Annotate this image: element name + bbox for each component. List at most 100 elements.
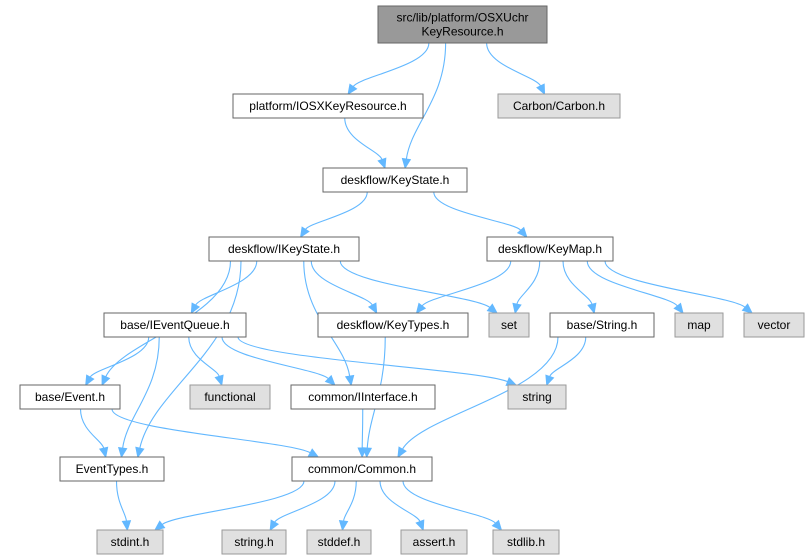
node-label-root: src/lib/platform/OSXUchr bbox=[396, 11, 528, 25]
node-label-map: map bbox=[687, 318, 711, 332]
edge-arrowhead-iinterface-to-common bbox=[357, 447, 367, 459]
node-label-event: base/Event.h bbox=[35, 390, 105, 404]
edge-keystate-to-ikeystate bbox=[305, 191, 368, 230]
edge-arrowhead-keystate-to-ikeystate bbox=[299, 226, 310, 239]
edge-arrowhead-keymap-to-set bbox=[512, 302, 522, 315]
node-ieventqueue[interactable]: base/IEventQueue.h bbox=[103, 312, 247, 338]
node-label-iinterface: common/IInterface.h bbox=[308, 390, 417, 404]
edge-arrowhead-keymap-to-keytypes bbox=[415, 302, 427, 314]
node-label-eventtypes: EventTypes.h bbox=[76, 462, 149, 476]
edge-arrowhead-ikeystate-to-eventtypes bbox=[135, 446, 145, 459]
edge-arrowhead-root-to-carbon bbox=[536, 83, 546, 96]
edge-common-to-stddef bbox=[342, 480, 357, 522]
node-box-keystate bbox=[322, 167, 468, 193]
node-stdint: stdint.h bbox=[96, 529, 164, 555]
node-label-keytypes: deskflow/KeyTypes.h bbox=[337, 318, 450, 332]
node-box-map bbox=[674, 312, 724, 338]
edge-arrowhead-ikeystate-to-event bbox=[101, 374, 111, 387]
node-stdlib: stdlib.h bbox=[492, 529, 560, 555]
node-common[interactable]: common/Common.h bbox=[291, 456, 433, 482]
edge-ieventqueue-to-eventtypes bbox=[122, 336, 160, 449]
edge-keymap-to-string_h bbox=[562, 260, 593, 305]
node-event[interactable]: base/Event.h bbox=[19, 384, 121, 410]
node-functional: functional bbox=[189, 384, 271, 410]
edge-arrowhead-root-to-keystate bbox=[401, 157, 412, 170]
edge-string_h-to-string_std bbox=[549, 336, 587, 377]
edge-arrowhead-ikeystate-to-keytypes bbox=[367, 302, 378, 315]
edge-keystate-to-keymap bbox=[433, 191, 522, 231]
node-box-iinterface bbox=[290, 384, 436, 410]
edge-iinterface-to-common bbox=[361, 408, 364, 449]
node-label-carbon: Carbon/Carbon.h bbox=[513, 99, 605, 113]
edge-common-to-stdint bbox=[161, 480, 305, 525]
edge-arrowhead-event-to-common bbox=[307, 448, 320, 458]
node-assert: assert.h bbox=[400, 529, 468, 555]
node-carbon: Carbon/Carbon.h bbox=[497, 93, 621, 119]
node-label-keystate: deskflow/KeyState.h bbox=[341, 173, 450, 187]
edge-event-to-common bbox=[111, 408, 311, 454]
node-box-stddef bbox=[306, 529, 372, 555]
node-map: map bbox=[674, 312, 724, 338]
node-eventtypes[interactable]: EventTypes.h bbox=[59, 456, 165, 482]
edge-arrowhead-ieventqueue-to-eventtypes bbox=[117, 446, 128, 459]
edge-eventtypes-to-stdint bbox=[115, 480, 128, 522]
node-box-set bbox=[488, 312, 530, 338]
node-string_h[interactable]: base/String.h bbox=[549, 312, 655, 338]
edge-arrowhead-eventtypes-to-stdint bbox=[121, 520, 132, 532]
node-box-stdint bbox=[96, 529, 164, 555]
node-ikeystate[interactable]: deskflow/IKeyState.h bbox=[208, 236, 360, 262]
node-keymap[interactable]: deskflow/KeyMap.h bbox=[486, 236, 614, 262]
node-iosx[interactable]: platform/IOSXKeyResource.h bbox=[232, 93, 424, 119]
edge-arrowhead-ikeystate-to-iinterface bbox=[344, 374, 355, 387]
edge-common-to-cstring bbox=[274, 480, 336, 523]
node-label-common: common/Common.h bbox=[308, 462, 416, 476]
edge-arrowhead-ikeystate-to-ieventqueue bbox=[190, 302, 201, 315]
node-label-functional: functional bbox=[204, 390, 255, 404]
edge-keymap-to-keytypes bbox=[421, 260, 512, 307]
edge-ikeystate-to-set bbox=[339, 260, 491, 308]
edge-arrowhead-ikeystate-to-set bbox=[486, 303, 498, 314]
edge-arrowhead-keymap-to-vector bbox=[741, 303, 753, 314]
node-iinterface[interactable]: common/IInterface.h bbox=[290, 384, 436, 410]
node-keytypes[interactable]: deskflow/KeyTypes.h bbox=[317, 312, 469, 338]
edge-ieventqueue-to-functional bbox=[188, 336, 220, 377]
edge-root-to-iosx bbox=[352, 42, 430, 87]
edge-common-to-assert bbox=[379, 480, 421, 522]
node-label-keymap: deskflow/KeyMap.h bbox=[498, 242, 602, 256]
edge-keymap-to-map bbox=[586, 260, 678, 307]
edge-arrowhead-common-to-stddef bbox=[338, 519, 349, 532]
node-box-ikeystate bbox=[208, 236, 360, 262]
edge-arrowhead-ieventqueue-to-functional bbox=[214, 374, 224, 387]
edge-common-to-stdlib bbox=[402, 480, 496, 524]
edge-iosx-to-keystate bbox=[344, 117, 383, 160]
edge-arrowhead-keymap-to-map bbox=[673, 302, 684, 314]
node-label-root: KeyResource.h bbox=[421, 25, 503, 39]
node-label-assert: assert.h bbox=[413, 535, 456, 549]
edge-layer bbox=[79, 42, 753, 532]
node-box-carbon bbox=[497, 93, 621, 119]
node-string_std: string bbox=[507, 384, 567, 410]
edge-keymap-to-set bbox=[516, 260, 541, 305]
node-box-string_std bbox=[507, 384, 567, 410]
edge-arrowhead-string_h-to-common bbox=[397, 446, 407, 459]
node-label-iosx: platform/IOSXKeyResource.h bbox=[249, 99, 406, 113]
node-label-string_h: base/String.h bbox=[567, 318, 638, 332]
node-box-common bbox=[291, 456, 433, 482]
edge-arrowhead-ieventqueue-to-event bbox=[85, 374, 95, 387]
node-vector: vector bbox=[743, 312, 805, 338]
node-box-functional bbox=[189, 384, 271, 410]
node-label-string_std: string bbox=[522, 390, 551, 404]
edge-ikeystate-to-eventtypes bbox=[139, 260, 242, 449]
node-stddef: stddef.h bbox=[306, 529, 372, 555]
node-keystate[interactable]: deskflow/KeyState.h bbox=[322, 167, 468, 193]
edge-arrowhead-common-to-stdlib bbox=[491, 519, 503, 531]
edge-ikeystate-to-keytypes bbox=[310, 260, 373, 306]
edge-root-to-carbon bbox=[486, 42, 542, 87]
edge-ieventqueue-to-event bbox=[89, 336, 150, 378]
edge-arrowhead-keymap-to-string_h bbox=[587, 302, 597, 315]
edge-string_h-to-common bbox=[401, 336, 559, 450]
node-box-keytypes bbox=[317, 312, 469, 338]
